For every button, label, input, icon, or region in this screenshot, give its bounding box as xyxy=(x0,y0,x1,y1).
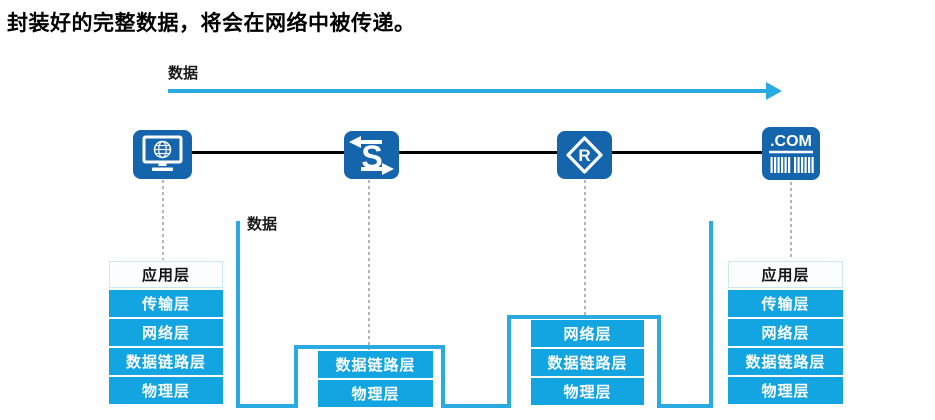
switch-icon: S xyxy=(349,136,394,175)
layer-cell: 网络层 xyxy=(728,319,843,346)
layer-cell: 传输层 xyxy=(728,290,843,317)
router-letter: R xyxy=(578,146,590,165)
layer-cell: 应用层 xyxy=(728,261,843,288)
router-icon: R xyxy=(566,136,603,174)
host-left-layer-stack: 应用层传输层网络层数据链路层物理层 xyxy=(109,261,223,404)
server-dotted-line xyxy=(790,182,792,259)
layer-cell: 应用层 xyxy=(109,261,223,288)
switch-device: S xyxy=(344,131,399,179)
layer-cell: 网络层 xyxy=(531,320,644,347)
router-device: R xyxy=(557,131,612,179)
dotcom-server-icon: .COM xyxy=(769,133,814,173)
data-flow-arrow-line xyxy=(168,89,768,93)
layer-cell: 数据链路层 xyxy=(531,349,644,376)
switch-dotted-line xyxy=(368,180,370,350)
encapsulation-path-line xyxy=(236,221,713,408)
layer-cell: 物理层 xyxy=(728,377,843,404)
layer-cell: 数据链路层 xyxy=(109,348,223,375)
monitor-globe-icon xyxy=(142,135,183,171)
host-right-layer-stack: 应用层传输层网络层数据链路层物理层 xyxy=(728,261,843,404)
layer-cell: 物理层 xyxy=(318,380,433,407)
layer-cell: 物理层 xyxy=(109,377,223,404)
path-data-label: 数据 xyxy=(247,216,278,233)
router-dotted-line xyxy=(584,180,586,317)
server-dotcom-label: .COM xyxy=(770,133,812,150)
layer-cell: 数据链路层 xyxy=(318,351,433,378)
web-server-device: .COM xyxy=(762,127,820,180)
layer-cell: 物理层 xyxy=(531,378,644,405)
barcode-bars xyxy=(770,157,814,173)
switch-layer-stack: 数据链路层物理层 xyxy=(318,351,433,407)
page-title: 封装好的完整数据，将会在网络中被传递。 xyxy=(7,12,416,35)
top-arrow-data-label: 数据 xyxy=(168,65,199,82)
router-layer-stack: 网络层数据链路层物理层 xyxy=(531,320,644,405)
layer-cell: 数据链路层 xyxy=(728,348,843,375)
client-host-device xyxy=(133,130,192,179)
layer-cell: 传输层 xyxy=(109,290,223,317)
switch-letter: S xyxy=(361,139,382,175)
network-backbone-line xyxy=(162,151,792,154)
layer-cell: 网络层 xyxy=(109,319,223,346)
host-left-dotted-line xyxy=(162,180,164,260)
data-flow-arrowhead-icon xyxy=(766,82,782,100)
